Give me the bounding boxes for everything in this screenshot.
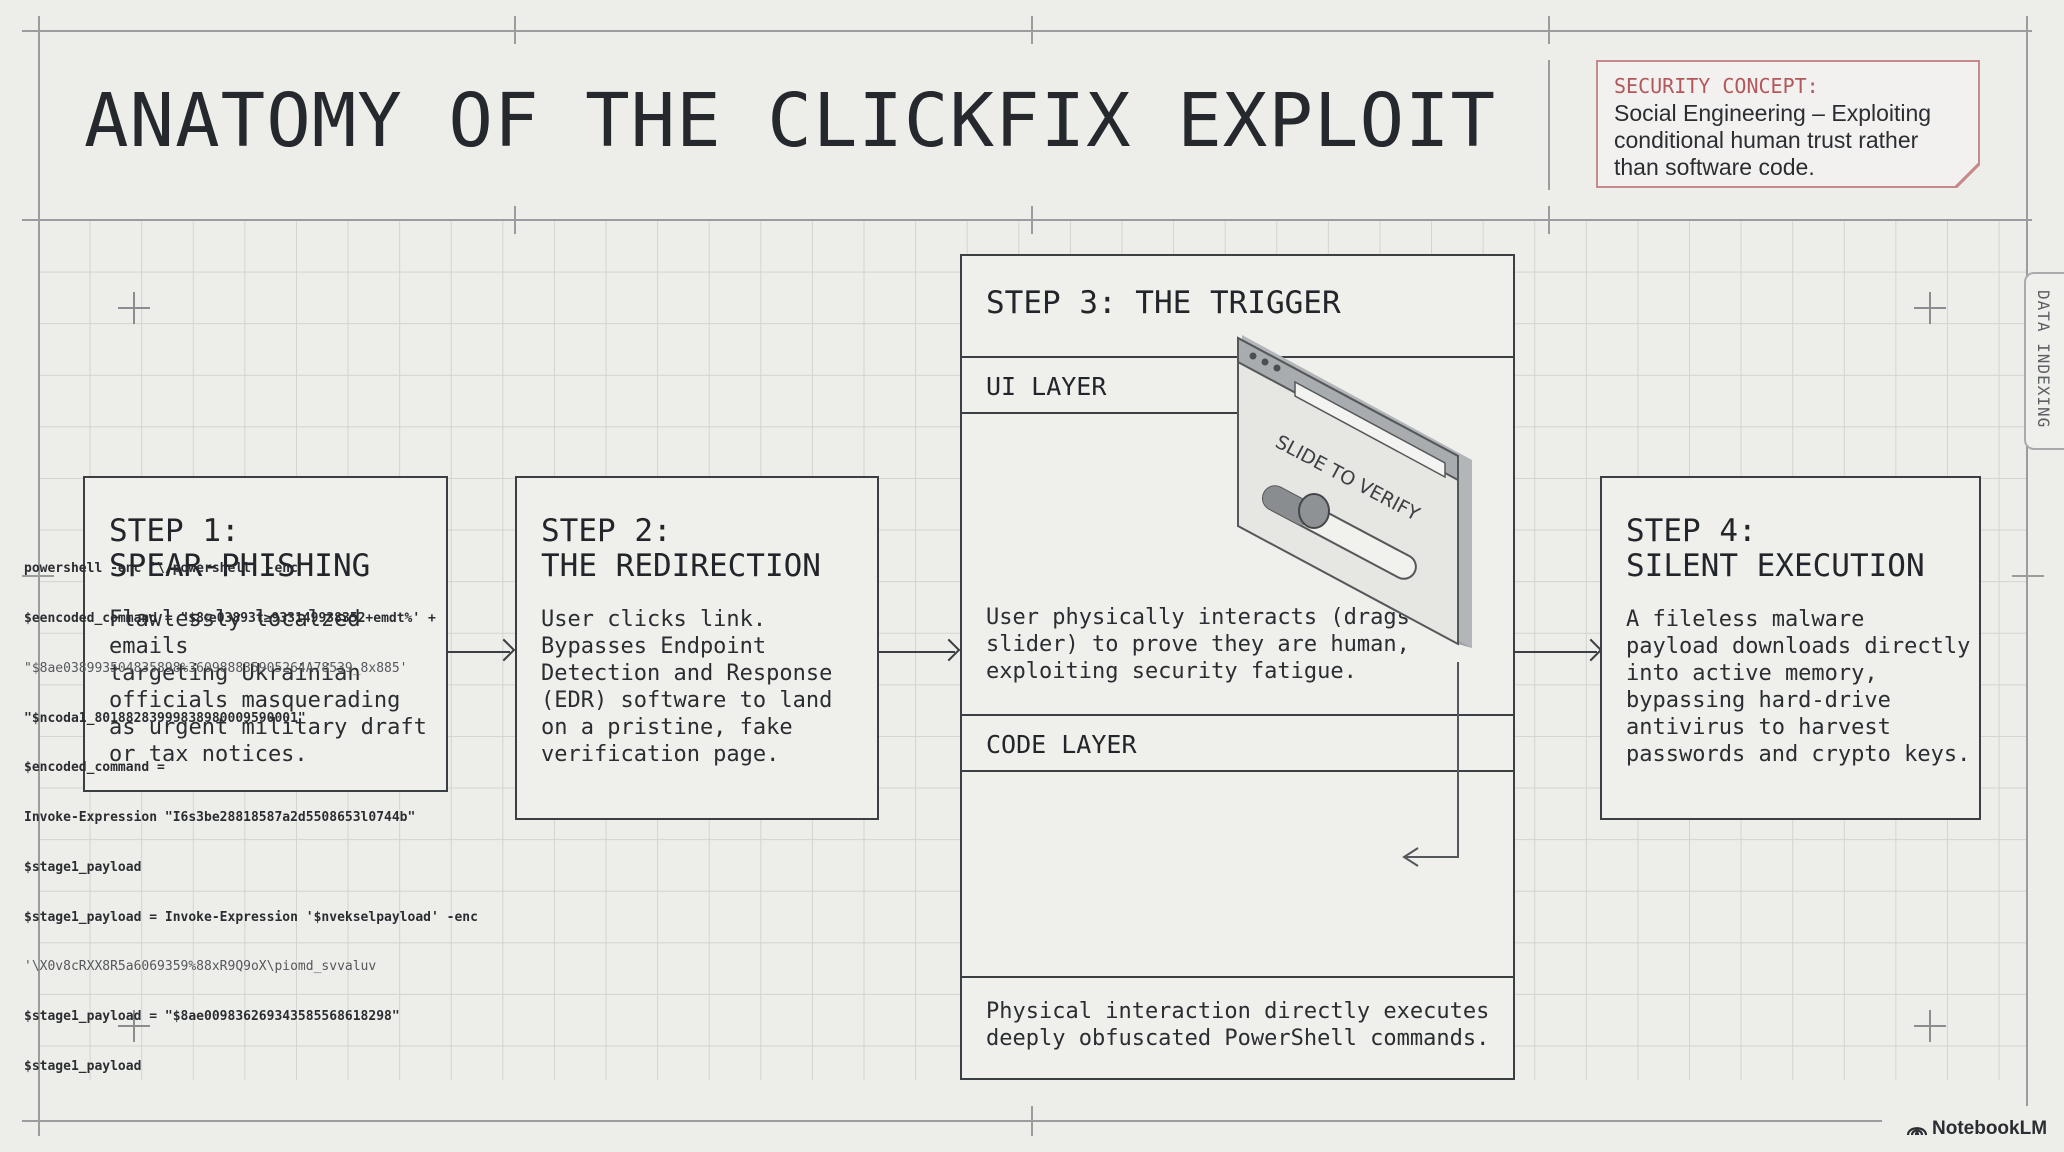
concept-heading: SECURITY CONCEPT: [1614, 74, 1819, 98]
step-1-title: STEP 1: SPEAR-PHISHING [109, 513, 371, 584]
address-bar [1294, 380, 1446, 479]
tick-left-mid [22, 575, 54, 577]
crosshair-icon [1914, 292, 1946, 324]
window-dot-icon [1261, 358, 1269, 366]
side-tab-label: DATA INDEXING [2034, 290, 2053, 429]
window-dot-icon [1249, 352, 1257, 360]
step-3-title: STEP 3: THE TRIGGER [986, 285, 1341, 321]
code-line: $encoded_command = [24, 760, 165, 776]
step-1-description: Flawlessly localzed emails targeting Ukr… [109, 607, 427, 767]
frame-top-line [22, 30, 2032, 32]
slider-to-code-connector [1402, 662, 1459, 867]
frame-right-line [2026, 16, 2028, 1106]
step-2-description: User clicks link. Bypasses Endpoint Dete… [541, 607, 833, 767]
tick-top-3 [1548, 16, 1550, 44]
tick-mid-2 [1031, 206, 1033, 234]
window-dot-icon [1273, 364, 1281, 372]
slider-handle[interactable] [1298, 493, 1330, 529]
folded-corner-icon [1954, 162, 1980, 188]
ui-layer-label: UI LAYER [986, 372, 1107, 401]
browser-slider-illustration: SLIDE TO VERIFY [1237, 335, 1472, 648]
divider [962, 714, 1513, 716]
crosshair-icon [118, 292, 150, 324]
arrow-step1-to-step2 [448, 651, 510, 653]
arrow-step3-to-step4 [1515, 651, 1597, 653]
data-indexing-tab[interactable]: DATA INDEXING [2024, 272, 2064, 450]
step-4-title: STEP 4: SILENT EXECUTION [1626, 513, 1925, 584]
code-line: "$8ae038993504835898%360988835905264A785… [24, 660, 408, 676]
code-line: $stage1_payload = "$8ae00983626934358556… [24, 1009, 400, 1025]
crosshair-icon [1914, 1010, 1946, 1042]
frame-bottom-line [22, 1120, 1882, 1122]
header-divider [1548, 60, 1550, 190]
step-4-description: A fileless malware payload downloads dir… [1626, 607, 1971, 767]
crosshair-icon [118, 1010, 150, 1042]
security-concept-callout: SECURITY CONCEPT: Social Engineering – E… [1596, 60, 1980, 188]
code-layer-label: CODE LAYER [986, 730, 1137, 759]
page-title: ANATOMY OF THE CLICKFIX EXPLOIT [84, 78, 1497, 164]
connector-line [1406, 662, 1459, 858]
notebooklm-logo: NotebookLM [1906, 1118, 2047, 1140]
code-line: Invoke-Expression "I6s3be28818587a2d5508… [24, 810, 416, 826]
step-1-box: STEP 1: SPEAR-PHISHING Flawlessly localz… [83, 476, 448, 792]
tick-mid-1 [514, 206, 516, 234]
obfuscated-code-block: powershell -enc '\/powershell' -enc $een… [24, 528, 544, 1092]
arrowhead-icon [1402, 847, 1419, 867]
step-3-footer: Physical interaction directly executes d… [986, 999, 1490, 1051]
step-2-title: STEP 2: THE REDIRECTION [541, 513, 821, 584]
step-4-box: STEP 4: SILENT EXECUTION A fileless malw… [1600, 476, 1981, 820]
divider [962, 770, 1513, 772]
code-line: "$ncoda1_80188283999838980009590001" [24, 710, 306, 726]
divider [962, 412, 1240, 414]
code-line: $stage1_payload [24, 859, 142, 875]
ui-layer-description: User physically interacts (drags a slide… [986, 605, 1436, 684]
tick-top-2 [1031, 16, 1033, 44]
brand-label: NotebookLM [1932, 1118, 2048, 1139]
code-line: $eencoded_command = "$8ℓe03893t≥93314993… [24, 610, 436, 626]
arrow-step2-to-step3 [879, 651, 955, 653]
code-line: $stage1_payload [24, 1059, 142, 1074]
notebooklm-icon [1906, 1127, 1928, 1136]
divider [962, 976, 1513, 978]
frame-header-line [22, 219, 2032, 221]
code-line: '\X0v8cRXX8R5a6069359%88xR9Q9oX\piomd_sv… [24, 959, 377, 975]
concept-body: Social Engineering – Exploiting conditio… [1614, 100, 1932, 180]
code-line: $stage1_payload = Invoke-Expression '$nv… [24, 909, 478, 925]
tick-mid-3 [1548, 206, 1550, 234]
step-2-box: STEP 2: THE REDIRECTION User clicks link… [515, 476, 879, 820]
tick-top-1 [514, 16, 516, 44]
tick-bottom-1 [1031, 1106, 1033, 1136]
tick-right-mid [2012, 575, 2044, 577]
code-line: powershell -enc '\/powershell' -enc [24, 561, 298, 577]
